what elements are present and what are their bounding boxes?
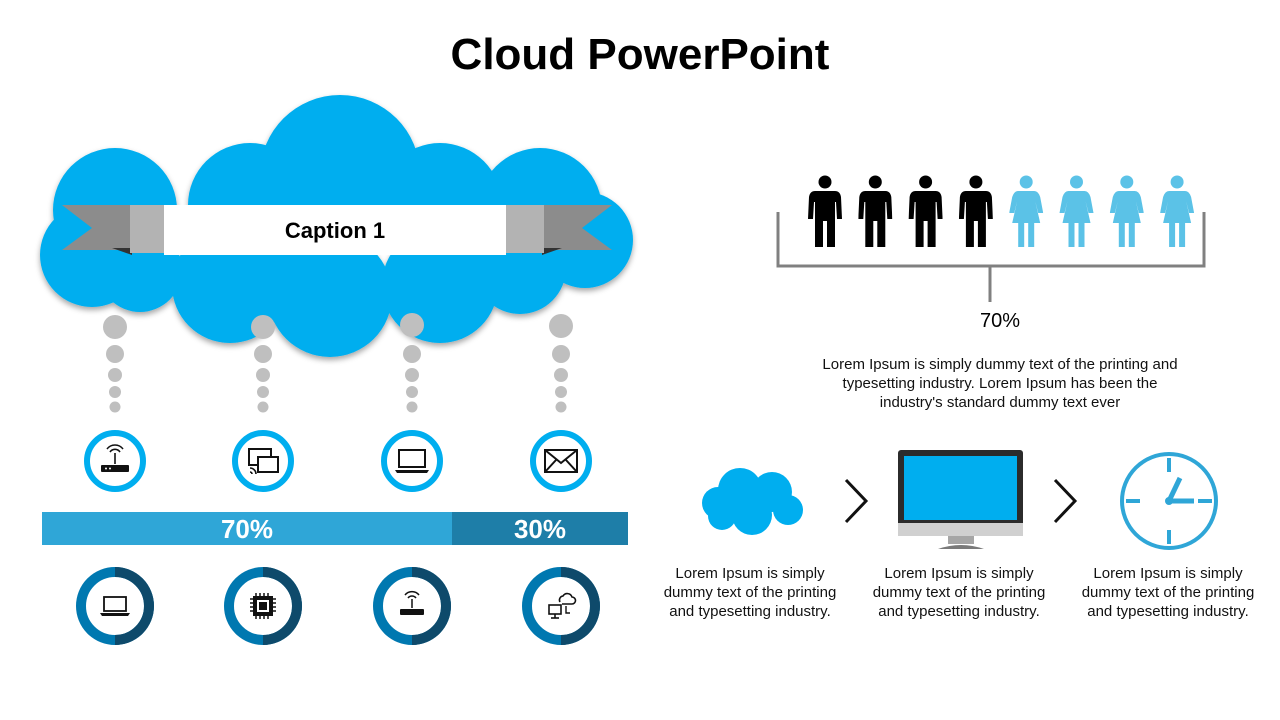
- envelope-icon: [530, 430, 592, 492]
- cloud-icon: [702, 468, 803, 535]
- people-description: Lorem Ipsum is simply dummy text of the …: [822, 356, 1178, 411]
- top-icon-row: [84, 430, 592, 492]
- woman-icon: [1109, 175, 1144, 247]
- laptop-icon: [76, 567, 154, 645]
- split-bar: [42, 512, 628, 545]
- people-bracket: [776, 212, 1206, 302]
- chip-icon: [224, 567, 302, 645]
- man-icon: [858, 175, 893, 247]
- bar-left-value: 70%: [220, 514, 274, 544]
- banner-caption: Caption 1: [284, 218, 386, 243]
- woman-icon: [1059, 175, 1094, 247]
- dot-trails: [103, 313, 573, 413]
- woman-icon: [1009, 175, 1044, 247]
- chevron-right-icon: [844, 478, 869, 524]
- chevron-right-icon: [1053, 478, 1078, 524]
- woman-icon: [1160, 175, 1195, 247]
- cloud-network-icon: [522, 567, 600, 645]
- page-title: Cloud PowerPoint: [450, 30, 830, 79]
- router-icon: [84, 430, 146, 492]
- step-3-text: Lorem Ipsum is simply dummy text of the …: [1081, 565, 1255, 620]
- screen-share-icon: [232, 430, 294, 492]
- router-icon: [373, 567, 451, 645]
- man-icon: [808, 175, 842, 247]
- monitor-icon: [898, 450, 1023, 549]
- step-1-text: Lorem Ipsum is simply dummy text of the …: [663, 565, 837, 620]
- man-icon: [908, 175, 943, 247]
- bar-right-value: 30%: [513, 514, 567, 544]
- people-percentage: 70%: [979, 310, 1021, 332]
- big-cloud: [40, 95, 633, 357]
- bottom-icon-row: [76, 567, 600, 645]
- clock-icon: [1120, 452, 1218, 550]
- laptop-icon: [381, 430, 443, 492]
- step-2-text: Lorem Ipsum is simply dummy text of the …: [872, 565, 1046, 620]
- man-icon: [958, 175, 993, 247]
- people-group: [808, 175, 1195, 247]
- banner-ribbon: [62, 205, 612, 255]
